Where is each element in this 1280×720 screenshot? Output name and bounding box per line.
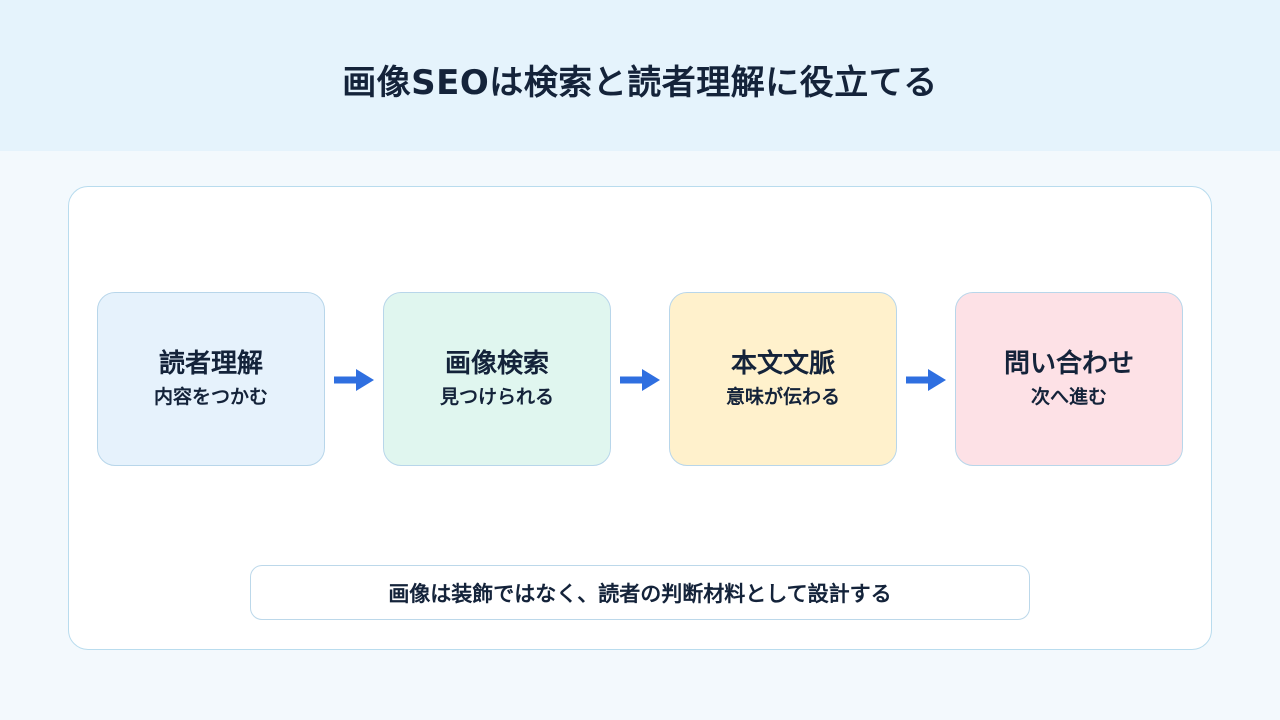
summary-note-text: 画像は装飾ではなく、読者の判断材料として設計する bbox=[388, 581, 892, 606]
step-subtitle: 内容をつかむ bbox=[153, 386, 268, 409]
step-subtitle: 見つけられる bbox=[439, 386, 554, 409]
step-reader-understanding: 読者理解 内容をつかむ bbox=[97, 292, 325, 466]
step-title: 読者理解 bbox=[158, 349, 263, 379]
arrow-right-icon bbox=[620, 369, 660, 391]
step-subtitle: 意味が伝わる bbox=[725, 386, 840, 409]
page-title: 画像SEOは検索と読者理解に役立てる bbox=[342, 63, 938, 103]
arrow-right-icon bbox=[334, 369, 374, 391]
header-banner: 画像SEOは検索と読者理解に役立てる bbox=[0, 0, 1280, 151]
step-body-context: 本文文脈 意味が伝わる bbox=[669, 292, 897, 466]
step-title: 本文文脈 bbox=[730, 349, 835, 379]
arrow-right-icon bbox=[906, 369, 946, 391]
step-inquiry: 問い合わせ 次へ進む bbox=[955, 292, 1183, 466]
step-subtitle: 次へ進む bbox=[1030, 386, 1107, 409]
summary-note: 画像は装飾ではなく、読者の判断材料として設計する bbox=[250, 565, 1030, 620]
step-image-search: 画像検索 見つけられる bbox=[383, 292, 611, 466]
step-title: 問い合わせ bbox=[1003, 349, 1134, 379]
step-title: 画像検索 bbox=[444, 349, 549, 379]
